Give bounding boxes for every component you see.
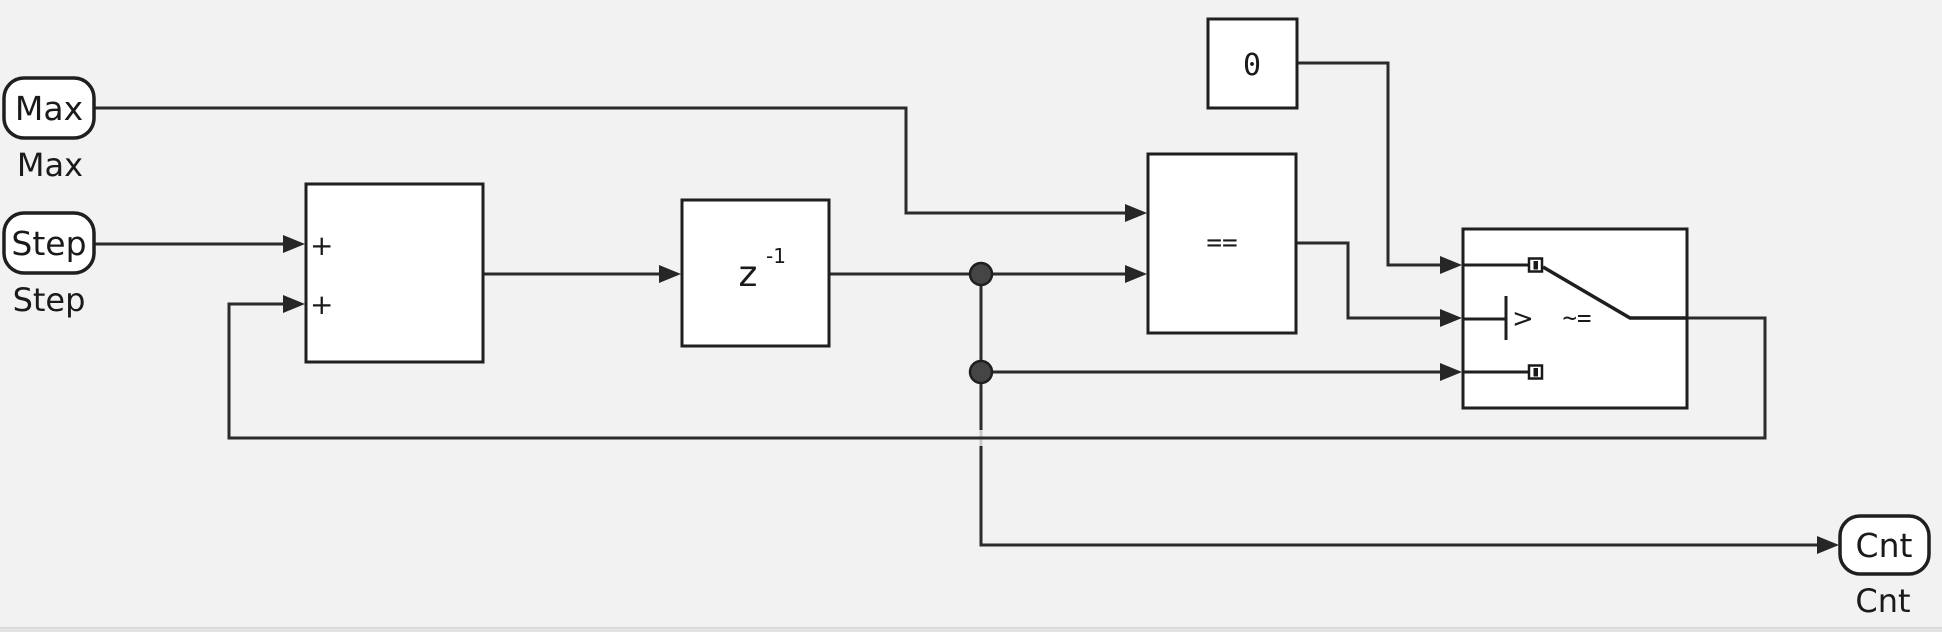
wire-max-to-equal[interactable] [94,106,1147,222]
wire-step-to-sum[interactable] [93,235,305,253]
canvas-bottom-hairline [0,627,1942,629]
branch-junction-dot [968,359,994,385]
switch-block[interactable]: > ~= [1461,227,1689,410]
wire-constant-to-switch-path[interactable] [1297,61,1440,267]
inport-step-block[interactable]: Step [2,211,96,275]
inport-step-shape[interactable] [2,211,96,275]
inport-step-name-label[interactable]: Step [13,281,86,319]
sum-block[interactable]: + + [304,182,485,364]
arrowhead-icon [1125,204,1147,222]
inport-max-block[interactable]: Max [2,76,96,140]
arrowhead-icon [283,235,305,253]
arrowhead-icon [1440,309,1462,327]
arrowhead-icon [283,295,305,313]
wire-branch-to-switch[interactable] [981,363,1462,381]
wire-constant-to-switch[interactable] [1297,61,1462,274]
outport-cnt-shape[interactable] [1838,514,1931,576]
switch-selector-arm [1542,265,1687,320]
arrowhead-icon [1125,265,1147,283]
constant-zero-block[interactable]: 0 [1206,17,1299,110]
outport-cnt-block[interactable]: Cnt [1838,514,1931,576]
sum-shape[interactable] [304,182,485,364]
inport-max-text: Max [15,89,83,128]
sum-sign-bottom: + [310,288,333,321]
wire-sum-to-delay[interactable] [483,265,681,283]
relational-equal-operator: == [1206,228,1237,258]
wire-switch-feedback-to-sum[interactable] [227,295,1767,440]
canvas-bottom-strip [0,628,1942,632]
constant-zero-value: 0 [1243,48,1261,83]
wire-max-to-equal-path[interactable] [94,106,1125,215]
wire-equal-to-switch-path[interactable] [1296,241,1440,320]
switch-terminal-bar-icon [1533,368,1538,377]
outport-cnt-text: Cnt [1856,526,1913,565]
unit-delay-shape[interactable] [680,198,831,348]
unit-delay-block[interactable]: z -1 [680,198,831,348]
inport-max-name-label[interactable]: Max [17,146,83,184]
relational-equal-block[interactable]: == [1146,152,1298,335]
unit-delay-exponent-text: -1 [766,244,786,268]
wire-equal-to-switch[interactable] [1296,241,1462,327]
unit-delay-z-text: z [739,254,758,295]
outport-cnt-name-label[interactable]: Cnt [1855,582,1910,620]
arrowhead-icon [1817,536,1839,554]
sum-sign-top: + [310,229,333,262]
wire-switch-feedback-path[interactable] [227,302,1767,440]
arrowhead-icon [1440,256,1462,274]
relational-equal-shape[interactable] [1146,152,1298,335]
branch-junction-dot [968,261,994,287]
wire-branch-to-cnt-lower[interactable] [979,446,1817,547]
switch-criteria-text: ~= [1563,304,1592,332]
arrowhead-icon [1440,363,1462,381]
switch-threshold-glyph: > [1512,304,1534,334]
inport-max-shape[interactable] [2,76,96,140]
switch-terminal-bar-icon [1533,261,1538,270]
constant-zero-shape[interactable] [1206,17,1299,110]
arrowhead-icon [659,265,681,283]
wire-branch-to-cnt[interactable] [979,372,1839,554]
inport-step-text: Step [11,224,86,263]
